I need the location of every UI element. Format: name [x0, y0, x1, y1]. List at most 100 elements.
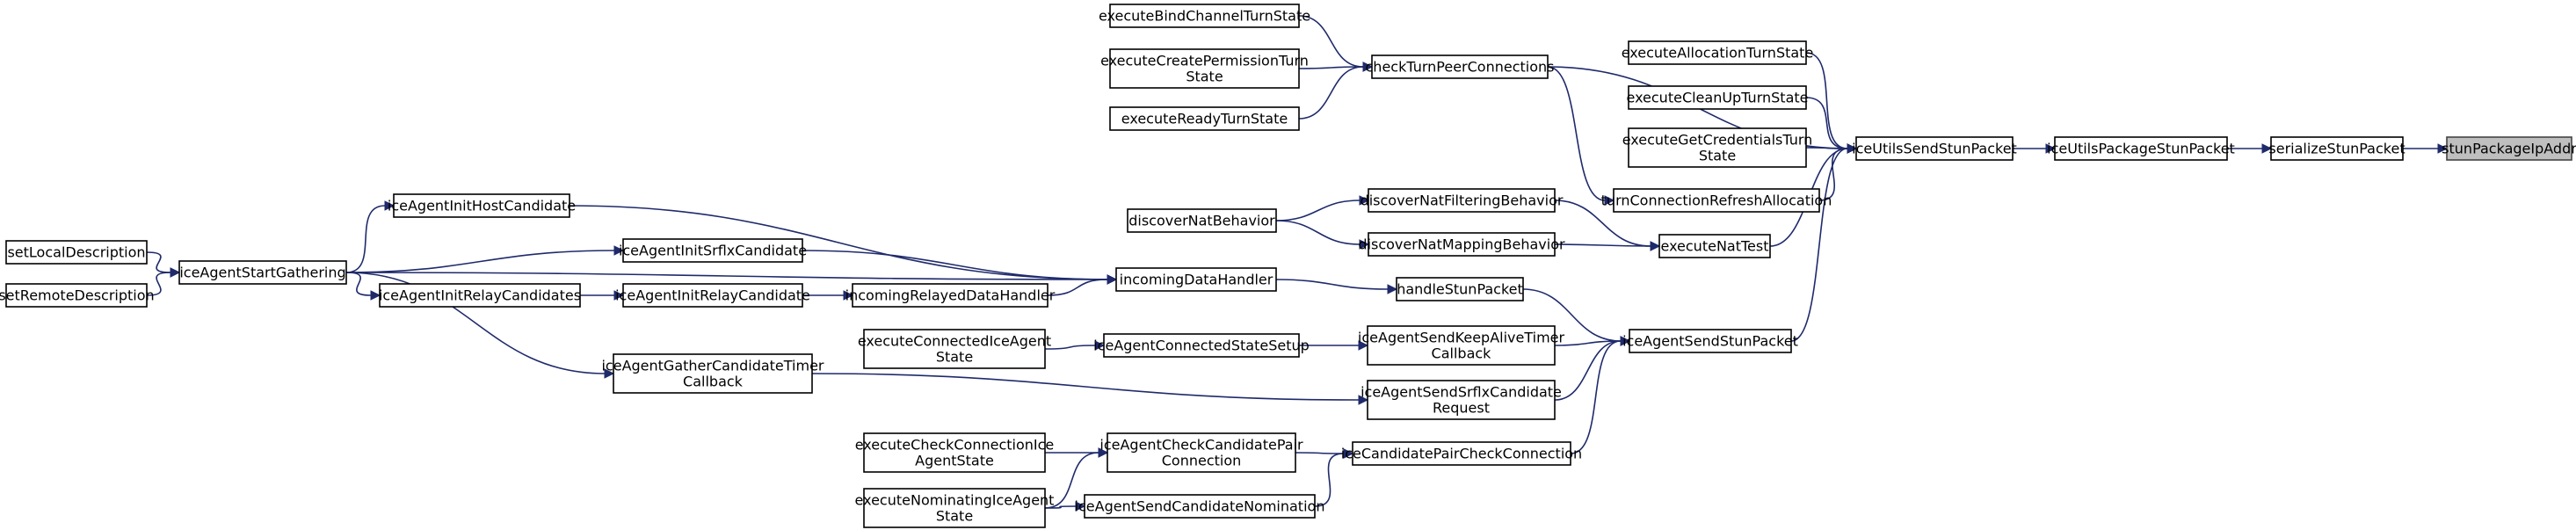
node-ice-agent-send-candidate-nomination[interactable]: iceAgentSendCandidateNomination [1075, 494, 1325, 519]
edge-discover-nat-behavior-to-discover-nat-filtering-behavior [1275, 200, 1361, 221]
node-box [1109, 106, 1300, 131]
node-discover-nat-mapping-behavior[interactable]: discoverNatMappingBehavior [1358, 232, 1565, 257]
edge-ice-agent-start-gathering-to-ice-agent-init-srflx-candidate [345, 250, 615, 273]
edge-ice-agent-init-srflx-candidate-to-incoming-data-handler [802, 250, 1108, 280]
node-box [1628, 127, 1807, 168]
node-label: turnConnectionRefreshAllocation [1601, 192, 1832, 209]
node-label: iceAgentCheckCandidatePair [1099, 437, 1303, 454]
arrowhead [1343, 448, 1354, 459]
edge-ice-agent-send-keep-alive-timer-callback-to-ice-agent-send-stun-packet [1554, 340, 1622, 346]
node-label: discoverNatFilteringBehavior [1361, 192, 1564, 209]
node-box [1103, 333, 1300, 358]
node-box [2270, 136, 2404, 161]
node-label: iceAgentInitSrflxCandidate [619, 243, 807, 259]
edge-ice-candidate-pair-check-connection-to-ice-agent-send-stun-packet [1570, 340, 1622, 454]
node-turn-connection-refresh-allocation[interactable]: turnConnectionRefreshAllocation [1601, 188, 1832, 213]
node-label: iceAgentSendStunPacket [1622, 333, 1798, 350]
node-box [1628, 40, 1807, 65]
node-label: serializeStunPacket [2268, 141, 2405, 157]
arrowhead [170, 267, 181, 278]
node-execute-nat-test[interactable]: executeNatTest [1658, 234, 1771, 258]
arrowhead [843, 290, 854, 301]
node-ice-agent-init-relay-candidate[interactable]: iceAgentInitRelayCandidate [615, 283, 810, 308]
node-label: iceAgentInitRelayCandidates [379, 287, 581, 304]
node-box [1658, 234, 1771, 258]
node-label: Callback [1432, 345, 1492, 362]
node-ice-agent-init-relay-candidates[interactable]: iceAgentInitRelayCandidates [379, 283, 581, 308]
node-box [5, 283, 148, 308]
arrowhead [384, 200, 395, 211]
edge-execute-ready-turn-state-to-check-turn-peer-connections [1298, 66, 1364, 120]
node-label: discoverNatBehavior [1128, 213, 1275, 229]
arrowhead [1620, 336, 1631, 346]
arrowhead [613, 245, 625, 256]
node-execute-ready-turn-state[interactable]: executeReadyTurnState [1109, 106, 1300, 131]
node-execute-bind-channel-turn-state[interactable]: executeBindChannelTurnState [1099, 4, 1310, 28]
node-box [1396, 277, 1524, 301]
node-stun-package-ip-addr[interactable]: stunPackageIpAddr [2442, 136, 2576, 161]
node-label: AgentState [915, 453, 994, 469]
node-incoming-relayed-data-handler[interactable]: incomingRelayedDataHandler [845, 283, 1056, 308]
node-label: executeConnectedIceAgent [858, 333, 1051, 350]
node-label: handleStunPacket [1397, 281, 1523, 298]
edge-ice-agent-send-stun-packet-to-ice-utils-send-stun-packet [1790, 148, 1848, 342]
arrowhead [1098, 447, 1109, 458]
node-ice-agent-send-stun-packet[interactable]: iceAgentSendStunPacket [1622, 329, 1798, 353]
node-incoming-data-handler[interactable]: incomingDataHandler [1115, 267, 1277, 292]
node-handle-stun-packet[interactable]: handleStunPacket [1396, 277, 1524, 301]
edge-execute-allocation-turn-state-to-ice-utils-send-stun-packet [1805, 52, 1848, 149]
node-ice-utils-send-stun-packet[interactable]: iceUtilsSendStunPacket [1852, 136, 2017, 161]
node-box [1115, 267, 1277, 292]
node-box [1367, 380, 1556, 420]
node-set-remote-description[interactable]: setRemoteDescription [0, 283, 155, 308]
node-execute-allocation-turn-state[interactable]: executeAllocationTurnState [1622, 40, 1814, 65]
node-label: checkTurnPeerConnections [1366, 59, 1555, 76]
edge-discover-nat-behavior-to-discover-nat-mapping-behavior [1275, 220, 1361, 245]
node-box [393, 193, 570, 218]
node-ice-agent-init-srflx-candidate[interactable]: iceAgentInitSrflxCandidate [619, 238, 807, 263]
node-ice-agent-connected-state-setup[interactable]: iceAgentConnectedStateSetup [1093, 333, 1310, 358]
node-label: State [936, 349, 973, 366]
node-check-turn-peer-connections[interactable]: checkTurnPeerConnections [1366, 54, 1555, 79]
node-box [1127, 208, 1277, 233]
edge-execute-get-credentials-turn-state-to-ice-utils-send-stun-packet [1805, 147, 1848, 149]
arrowhead [613, 290, 625, 301]
node-serialize-stun-packet[interactable]: serializeStunPacket [2268, 136, 2405, 161]
arrowhead [1358, 395, 1369, 405]
node-ice-agent-init-host-candidate[interactable]: iceAgentInitHostCandidate [388, 193, 576, 218]
node-label: iceAgentSendCandidateNomination [1075, 498, 1325, 515]
node-box [1371, 54, 1549, 79]
node-discover-nat-behavior[interactable]: discoverNatBehavior [1127, 208, 1277, 233]
node-box [863, 488, 1046, 528]
node-execute-clean-up-turn-state[interactable]: executeCleanUpTurnState [1627, 85, 1809, 110]
node-label: Callback [683, 374, 744, 390]
node-ice-utils-package-stun-packet[interactable]: iceUtilsPackageStunPacket [2047, 136, 2235, 161]
node-box [2054, 136, 2228, 161]
node-box [1613, 188, 1820, 213]
node-label: executeBindChannelTurnState [1099, 8, 1310, 25]
node-label: iceCandidatePairCheckConnection [1341, 446, 1582, 462]
node-label: iceAgentInitHostCandidate [388, 198, 576, 214]
node-set-local-description[interactable]: setLocalDescription [5, 240, 148, 265]
node-box [613, 353, 813, 394]
edge-discover-nat-filtering-behavior-to-execute-nat-test [1554, 200, 1651, 247]
node-box [863, 329, 1046, 369]
node-label: iceAgentStartGathering [179, 265, 345, 281]
node-label: Request [1433, 400, 1490, 417]
edge-set-local-description-to-ice-agent-start-gathering [146, 251, 171, 273]
edge-ice-agent-start-gathering-to-ice-agent-init-host-candidate [345, 205, 386, 273]
node-ice-agent-start-gathering[interactable]: iceAgentStartGathering [178, 260, 347, 285]
node-discover-nat-filtering-behavior[interactable]: discoverNatFilteringBehavior [1361, 188, 1564, 213]
edge-ice-agent-start-gathering-to-ice-agent-init-relay-candidates [345, 272, 372, 296]
node-label: incomingDataHandler [1120, 272, 1273, 288]
node-ice-candidate-pair-check-connection[interactable]: iceCandidatePairCheckConnection [1341, 441, 1582, 466]
